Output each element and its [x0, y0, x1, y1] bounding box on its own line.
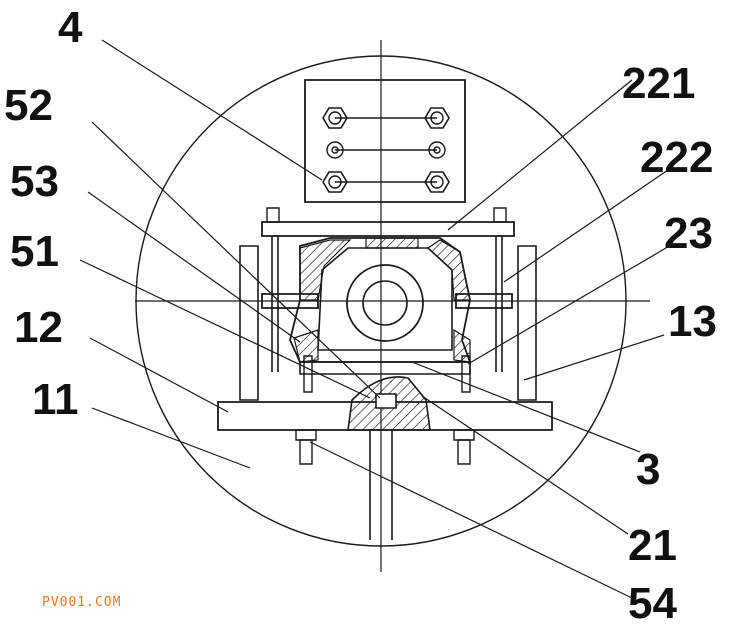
label-52: 52	[4, 81, 53, 130]
leader-51	[80, 260, 370, 398]
label-13: 13	[668, 297, 717, 346]
hex-nut-tr	[425, 108, 449, 128]
bolt-mr	[429, 142, 445, 158]
upper-crossbar	[262, 222, 514, 236]
bolt-right	[454, 430, 474, 440]
watermark: PV001.COM	[42, 595, 122, 610]
bearing-inner-seat	[318, 248, 452, 350]
leader-4	[102, 40, 322, 180]
right-column	[518, 246, 536, 400]
top-plate	[305, 80, 465, 202]
label-12: 12	[14, 303, 63, 352]
left-side-bar	[262, 294, 318, 308]
shaft-outer	[347, 265, 423, 341]
label-4: 4	[58, 3, 83, 52]
leader-53	[88, 192, 300, 342]
bolt-ml	[327, 142, 343, 158]
leader-13	[524, 335, 664, 380]
leader-52	[92, 122, 380, 398]
label-51: 51	[10, 227, 59, 276]
leader-11	[92, 408, 250, 468]
leader-3	[412, 362, 640, 452]
leader-222	[504, 170, 668, 282]
label-21: 21	[628, 521, 677, 570]
label-3: 3	[636, 445, 661, 494]
leader-21	[422, 396, 628, 534]
label-53: 53	[10, 157, 59, 206]
leader-12	[90, 338, 228, 412]
label-222: 222	[640, 133, 714, 182]
label-23: 23	[664, 209, 713, 258]
label-54: 54	[628, 579, 677, 628]
hex-nut-br	[425, 172, 449, 192]
bolt-left	[296, 430, 316, 440]
right-side-bar	[456, 294, 512, 308]
left-column	[240, 246, 258, 400]
leader-54	[310, 442, 632, 598]
shaft-inner	[363, 281, 407, 325]
hex-nut-tl	[323, 108, 347, 128]
leader-221	[448, 80, 632, 230]
label-11: 11	[32, 375, 79, 424]
hex-nut-bl	[323, 172, 347, 192]
leader-23	[468, 248, 666, 364]
bearing-base-bar	[300, 362, 470, 374]
label-221: 221	[622, 59, 696, 108]
